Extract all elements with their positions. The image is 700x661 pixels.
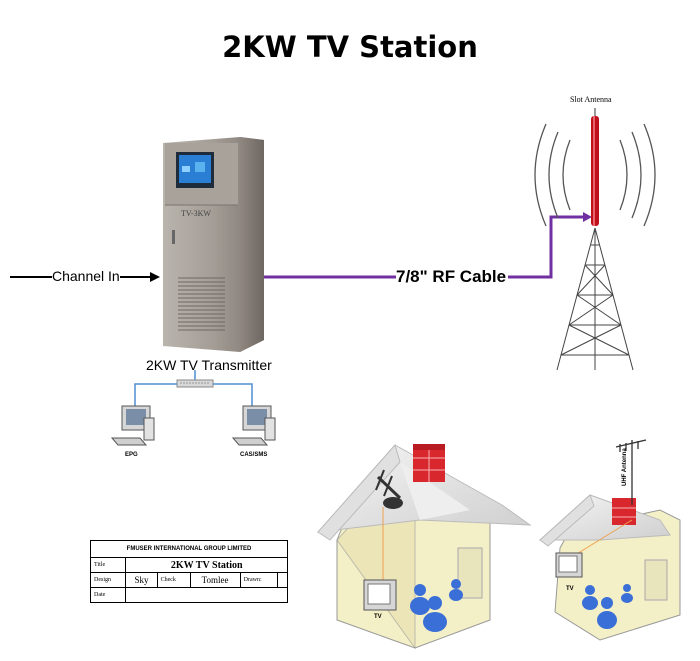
title-block-drawn-value bbox=[276, 572, 289, 588]
house-right bbox=[538, 439, 681, 641]
title-block-drawn-label: Drawn: bbox=[239, 572, 278, 588]
page-title: 2KW TV Station bbox=[222, 30, 478, 64]
yagi-antenna-left bbox=[375, 469, 403, 509]
title-block-design-value: Sky bbox=[125, 572, 158, 588]
cabinet-vent bbox=[178, 277, 225, 331]
transmitter-brand-label: TV-3KW bbox=[181, 209, 211, 218]
title-block-title-value: 2KW TV Station bbox=[125, 557, 288, 573]
roof-brick-chimney-left bbox=[413, 444, 445, 482]
channel-in-label: Channel In bbox=[52, 268, 120, 284]
cas-sms-label: CAS/SMS bbox=[240, 452, 268, 458]
title-block-company: FMUSER INTERNATIONAL GROUP LIMITED bbox=[90, 540, 288, 558]
tv-label-left: TV bbox=[374, 614, 382, 620]
antenna-tower bbox=[556, 227, 634, 371]
uhf-antenna-right bbox=[615, 439, 647, 505]
slot-antenna bbox=[591, 108, 599, 226]
title-block-check-label: Check bbox=[156, 572, 191, 588]
people-right bbox=[582, 584, 633, 629]
transmitter-cabinet bbox=[163, 137, 264, 352]
title-block-design-label: Design bbox=[89, 572, 127, 588]
epg-computer bbox=[110, 405, 155, 446]
rf-cable-line bbox=[264, 212, 592, 279]
channel-in-arrow bbox=[10, 272, 160, 282]
title-block-check-value: Tomlee bbox=[189, 572, 241, 588]
network-switch bbox=[134, 370, 253, 408]
title-block-date-label: Date bbox=[89, 587, 127, 603]
uhf-antenna-label: UHF Antenna bbox=[622, 448, 628, 486]
title-block-date-value bbox=[125, 587, 288, 603]
epg-label: EPG bbox=[125, 452, 138, 458]
title-block: FMUSER INTERNATIONAL GROUP LIMITED Title… bbox=[89, 540, 289, 603]
rf-cable-label: 7/8" RF Cable bbox=[396, 267, 507, 286]
transmitter-label: 2KW TV Transmitter bbox=[146, 357, 272, 373]
signal-waves-right bbox=[619, 123, 656, 227]
slot-antenna-label: Slot Antenna bbox=[570, 95, 612, 104]
tv-label-right: TV bbox=[566, 586, 574, 592]
tv-set-left bbox=[363, 579, 397, 611]
house-left bbox=[316, 443, 532, 650]
signal-waves-left bbox=[534, 123, 571, 227]
people-left bbox=[410, 579, 463, 632]
cas-sms-computer bbox=[231, 405, 276, 446]
tv-set-right bbox=[555, 552, 583, 578]
title-block-title-label: Title bbox=[89, 557, 127, 573]
